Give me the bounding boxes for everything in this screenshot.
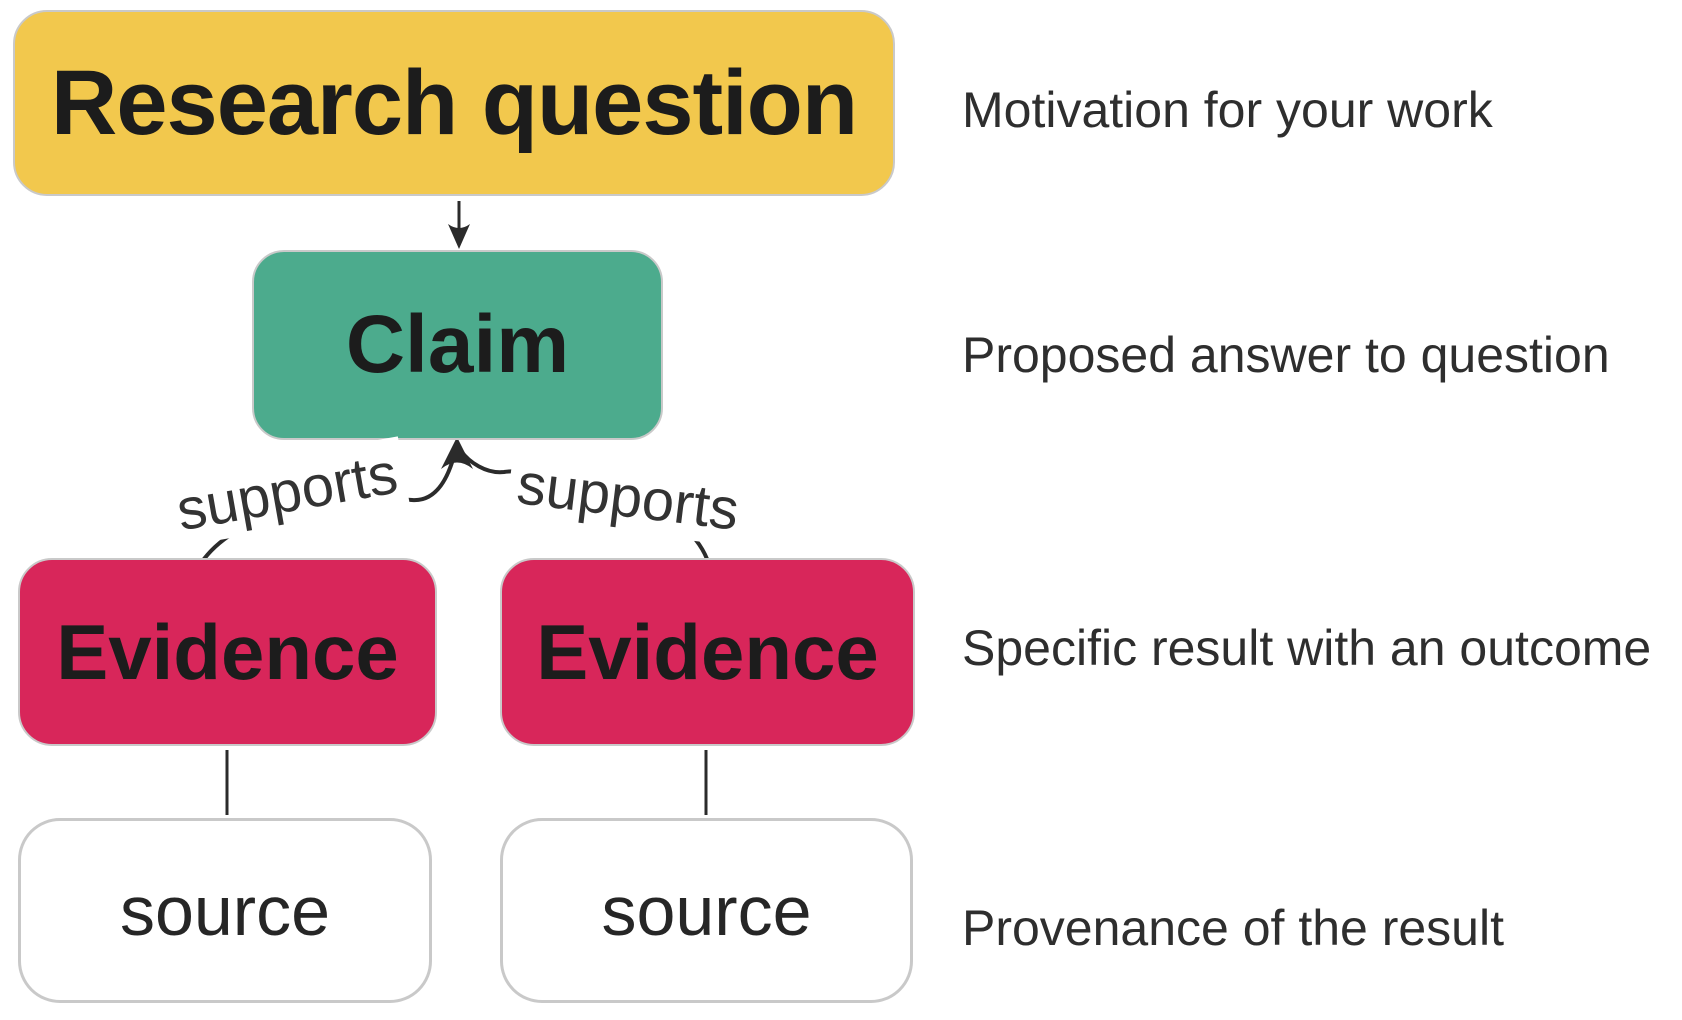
node-source-left: source	[18, 818, 432, 1003]
node-claim: Claim	[252, 250, 663, 440]
arrowhead-supports-to-claim	[441, 437, 473, 469]
annotation-motivation: Motivation for your work	[962, 82, 1493, 138]
node-source-right-label: source	[601, 871, 812, 950]
node-evidence-left: Evidence	[18, 558, 437, 746]
node-evidence-right: Evidence	[500, 558, 915, 746]
arrow-research-to-claim-head	[448, 224, 470, 249]
annotation-specific-result: Specific result with an outcome	[962, 620, 1652, 676]
node-evidence-right-label: Evidence	[536, 607, 879, 696]
node-research-question-label: Research question	[50, 51, 858, 154]
node-source-right: source	[500, 818, 913, 1003]
node-claim-label: Claim	[345, 299, 570, 390]
node-research-question: Research question	[13, 10, 895, 196]
edge-label-supports-right: supports	[505, 447, 751, 547]
edge-label-supports-left: supports	[163, 436, 411, 548]
node-source-left-label: source	[119, 871, 331, 950]
annotation-proposed-answer: Proposed answer to question	[962, 327, 1610, 383]
annotation-provenance: Provenance of the result	[962, 900, 1504, 956]
node-evidence-left-label: Evidence	[56, 607, 399, 696]
